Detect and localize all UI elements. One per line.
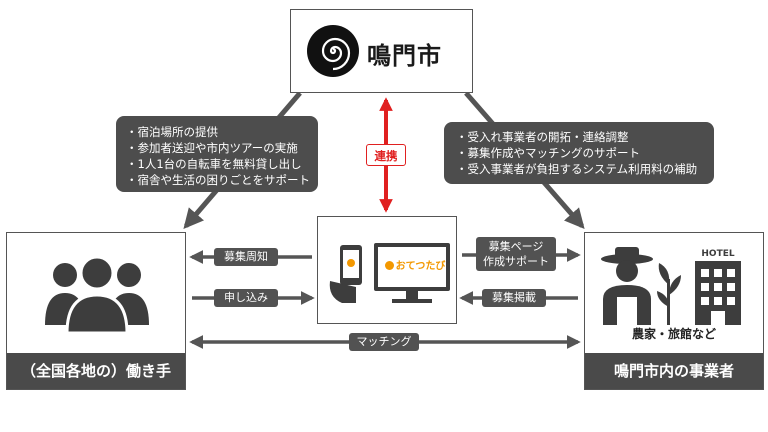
list-item: 受入れ事業者の開拓・連絡調整 [456, 129, 702, 145]
list-item: 受入事業者が負担するシステム利用料の補助 [456, 161, 702, 177]
farmer-plant-hotel-icon: HOTEL [601, 247, 741, 325]
list-item: 参加者送迎や市内ツアーの実施 [126, 140, 308, 156]
platform-box: おてつたび [317, 216, 457, 324]
page-support-label: 募集ページ 作成サポート [476, 237, 556, 271]
link-label: 連携 [366, 144, 406, 166]
app-name: おてつたび [382, 257, 448, 272]
list-item: 宿泊場所の提供 [126, 124, 308, 140]
city-box: 鳴門市 [290, 9, 473, 93]
desktop-monitor-icon [374, 243, 450, 303]
naruto-whirlpool-logo-icon [307, 25, 359, 77]
city-support-for-workers: 宿泊場所の提供 参加者送迎や市内ツアーの実施 1人1台の自転車を無料貸し出し 宿… [116, 116, 318, 192]
apply-label: 申し込み [214, 289, 278, 307]
hotel-sign: HOTEL [701, 249, 734, 259]
app-logo-icon [384, 261, 394, 270]
hand-smartphone-icon [329, 245, 362, 303]
list-item: 募集作成やマッチングのサポート [456, 145, 702, 161]
businesses-label: 鳴門市内の事業者 [585, 353, 763, 389]
matching-label: マッチング [349, 333, 419, 351]
posting-label: 募集掲載 [482, 289, 546, 307]
businesses-box: HOTEL 農家・旅館など 鳴門市内の事業者 [584, 232, 764, 390]
people-group-icon [45, 255, 149, 335]
city-support-for-businesses: 受入れ事業者の開拓・連絡調整 募集作成やマッチングのサポート 受入事業者が負担す… [444, 122, 714, 184]
recruit-notice-label: 募集周知 [214, 248, 278, 266]
workers-label: （全国各地の）働き手 [7, 353, 185, 389]
list-item: 宿舎や生活の困りごとをサポート [126, 172, 311, 188]
workers-box: （全国各地の）働き手 [6, 232, 186, 390]
city-name: 鳴門市 [367, 42, 442, 70]
list-item: 1人1台の自転車を無料貸し出し [126, 156, 308, 172]
business-types-label: 農家・旅館など [631, 327, 716, 341]
